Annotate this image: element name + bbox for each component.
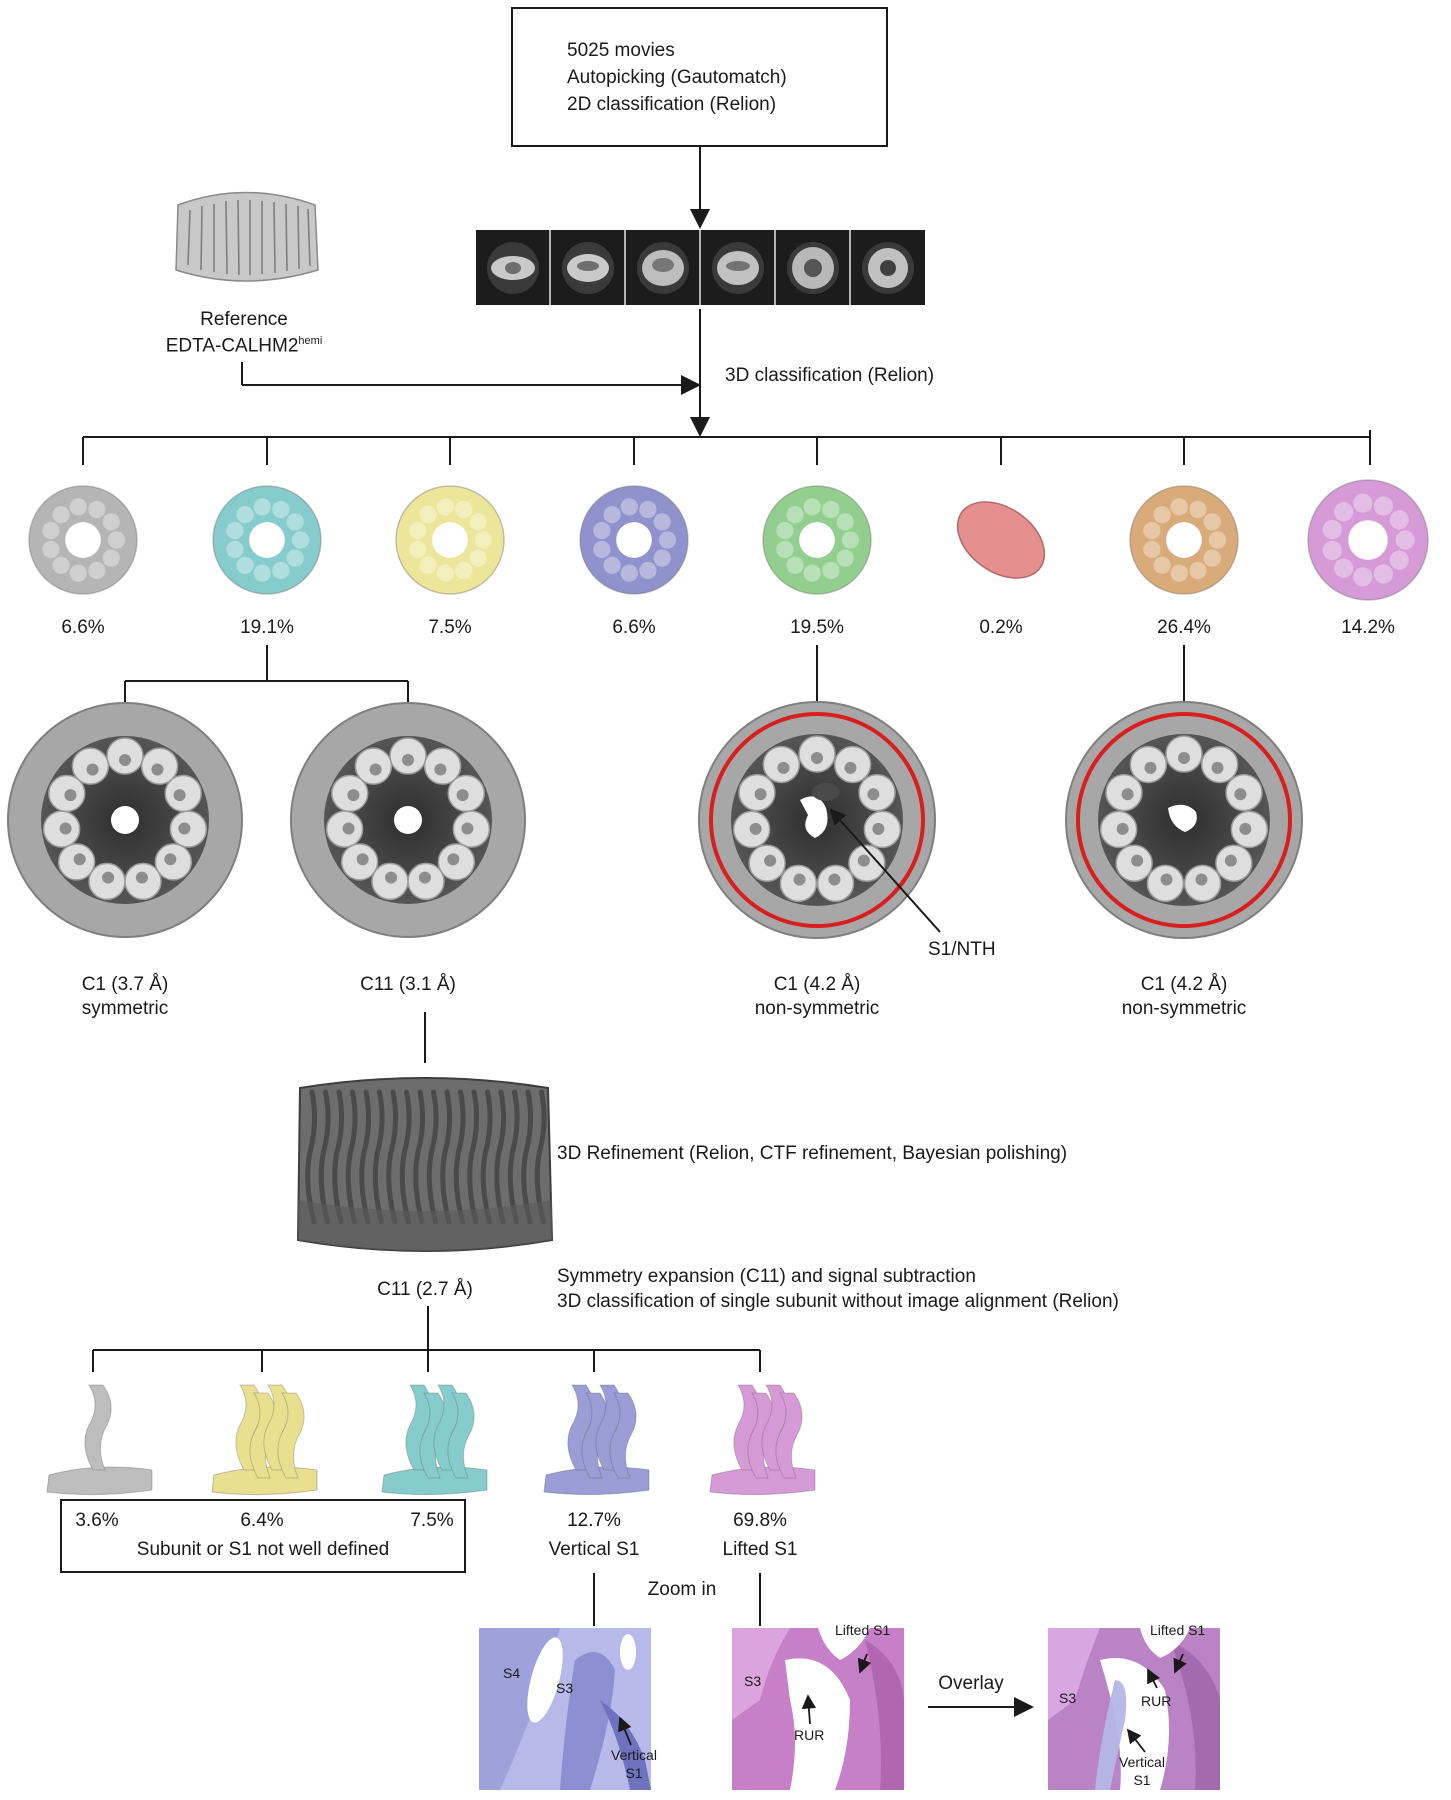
map-label-2: C11 (3.1 Å): [360, 974, 456, 995]
refined-map-label: C11 (2.7 Å): [377, 1279, 473, 1300]
class-percent-4: 6.6%: [612, 617, 656, 638]
map-label-3: C1 (4.2 Å): [773, 974, 861, 995]
input-line-1: 5025 movies: [567, 40, 675, 61]
class-map-1: [28, 485, 138, 595]
map-c1-symmetric: [7, 702, 243, 938]
class-average-5: [787, 242, 839, 294]
zoom-panel-overlay: [1048, 1628, 1220, 1790]
class-percent-5: 19.5%: [790, 617, 844, 638]
lifted-s1-label: Lifted S1: [722, 1539, 798, 1560]
3d-class-maps: [28, 479, 1429, 601]
panel-overlay-s1: S1: [1133, 1772, 1151, 1788]
input-line-2: Autopicking (Gautomatch): [567, 67, 787, 88]
subunit-map-5: [709, 1384, 816, 1496]
class-percent-8: 14.2%: [1341, 617, 1395, 638]
panel-overlay-s3: S3: [1059, 1690, 1077, 1706]
connector-lines: [82, 147, 1371, 1717]
subunit-map-2: [211, 1384, 318, 1496]
subunit-map-3: [381, 1384, 488, 1496]
s1-nth-pointer: [829, 808, 941, 933]
ring-outline: [709, 712, 925, 928]
class-average-6: [862, 242, 914, 294]
refined-map-c11: [296, 1077, 554, 1252]
subunit-percent-2: 6.4%: [240, 1510, 284, 1531]
subunit-maps: [46, 1384, 816, 1496]
class-percent-1: 6.6%: [61, 617, 105, 638]
panel-arrows: [618, 1653, 1187, 1753]
class-map-4: [579, 485, 689, 595]
overlay-label: Overlay: [938, 1673, 1004, 1694]
panel-lifted-label: Lifted S1: [835, 1622, 891, 1638]
zoom-label: Zoom in: [647, 1579, 717, 1600]
zoom-panel-lifted: [732, 1628, 904, 1790]
class-average-1: [487, 242, 539, 294]
refinement-label: 3D Refinement (Relion, CTF refinement, B…: [557, 1143, 1068, 1164]
map-sublabel-3: non-symmetric: [754, 998, 880, 1019]
symmetry-line-2: 3D classification of single subunit with…: [557, 1291, 1119, 1312]
reference-label: Reference: [200, 309, 288, 330]
symmetry-line-1: Symmetry expansion (C11) and signal subt…: [557, 1266, 976, 1287]
class-average-2: [562, 242, 614, 294]
s1-nth-label: S1/NTH: [928, 939, 996, 960]
class-map-2: [212, 485, 322, 595]
input-line-3: 2D classification (Relion): [567, 94, 777, 115]
class-map-5: [762, 485, 872, 595]
class-percent-2: 19.1%: [240, 617, 294, 638]
panel-lifted-rur: RUR: [794, 1727, 825, 1743]
class-percent-6: 0.2%: [979, 617, 1023, 638]
input-box: [511, 7, 888, 147]
subunit-map-1: [46, 1384, 153, 1496]
subunit-percent-1: 3.6%: [75, 1510, 119, 1531]
subunit-map-4: [543, 1384, 650, 1496]
map-sublabel-4: non-symmetric: [1121, 998, 1247, 1019]
panel-overlay-lifted: Lifted S1: [1150, 1622, 1206, 1638]
subunit-percent-3: 7.5%: [410, 1510, 454, 1531]
panel-overlay-rur: RUR: [1141, 1693, 1172, 1709]
class-map-6: [956, 501, 1046, 579]
map-c1-non-symmetric-a: [698, 701, 936, 939]
vertical-s1-label: Vertical S1: [548, 1539, 640, 1560]
panel-lifted-s3: S3: [744, 1673, 762, 1689]
class-percent-7: 26.4%: [1157, 617, 1211, 638]
map-label-4: C1 (4.2 Å): [1140, 974, 1228, 995]
class-average-4: [712, 242, 764, 294]
not-defined-box: [60, 1499, 466, 1573]
subunit-percent-5: 69.8%: [733, 1510, 787, 1531]
class-percent-3: 7.5%: [428, 617, 472, 638]
ring-outline: [1076, 712, 1292, 928]
class-map-8: [1307, 479, 1429, 601]
not-defined-label: Subunit or S1 not well defined: [136, 1539, 390, 1560]
reference-map: [175, 191, 319, 282]
panel-vertical-s1: S1: [625, 1765, 643, 1781]
class-map-7: [1129, 485, 1239, 595]
panel-vertical-s4: S4: [503, 1665, 521, 1681]
map-label-1: C1 (3.7 Å): [81, 974, 169, 995]
panel-vertical-text: Vertical: [611, 1747, 657, 1763]
class-average-3: [637, 242, 689, 294]
map-c1-non-symmetric-b: [1065, 701, 1303, 939]
panel-vertical-s3: S3: [556, 1680, 574, 1696]
class-averages-strip: [476, 230, 925, 305]
map-sublabel-1: symmetric: [81, 998, 169, 1019]
map-c11: [290, 702, 526, 938]
class-map-3: [395, 485, 505, 595]
zoom-panel-vertical: [479, 1628, 651, 1790]
panel-overlay-vertical: Vertical: [1119, 1754, 1165, 1770]
step-3d-classification: 3D classification (Relion): [725, 365, 935, 386]
reference-name: EDTA-CALHM2hemi: [165, 335, 323, 357]
subunit-percent-4: 12.7%: [567, 1510, 621, 1531]
